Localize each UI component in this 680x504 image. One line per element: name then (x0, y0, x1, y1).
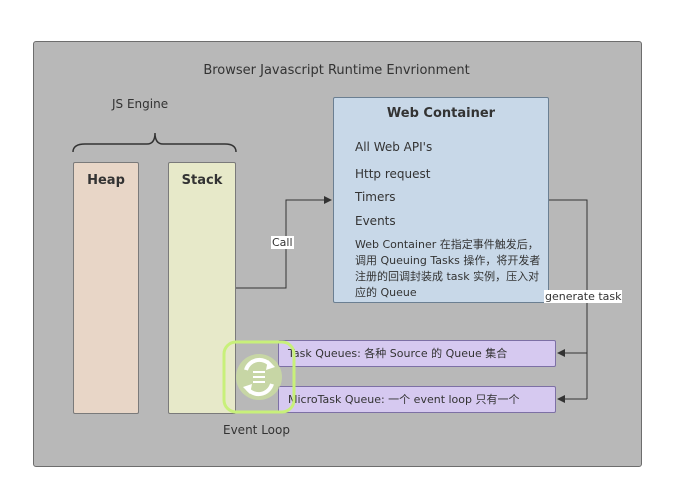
web-container-description: Web Container 在指定事件触发后，调用 Queuing Tasks … (355, 238, 541, 299)
web-container-title: Web Container (386, 106, 496, 121)
event-loop-label: Event Loop (223, 423, 290, 437)
js-engine-label: JS Engine (112, 97, 169, 111)
web-container-box: Web Container All Web API's Http request… (333, 97, 549, 303)
generate-task-line (549, 199, 588, 399)
events-item: Events (355, 214, 396, 228)
timers-item: Timers (355, 190, 396, 204)
js-engine-brace (72, 132, 237, 153)
web-api-item: All Web API's (355, 140, 433, 154)
heap-label: Heap (87, 173, 125, 188)
heap-box: Heap (73, 162, 139, 414)
generate-task-label: generate task (544, 290, 623, 303)
task-queue-box: Task Queues: 各种 Source 的 Queue 集合 (278, 340, 556, 367)
diagram-title: Browser Javascript Runtime Envrionment (203, 63, 470, 78)
call-label: Call (271, 236, 294, 249)
microtask-queue-box: MicroTask Queue: 一个 event loop 只有一个 (278, 386, 556, 413)
http-request-item: Http request (355, 167, 431, 181)
stack-label: Stack (181, 173, 223, 188)
sync-icon (222, 340, 296, 414)
